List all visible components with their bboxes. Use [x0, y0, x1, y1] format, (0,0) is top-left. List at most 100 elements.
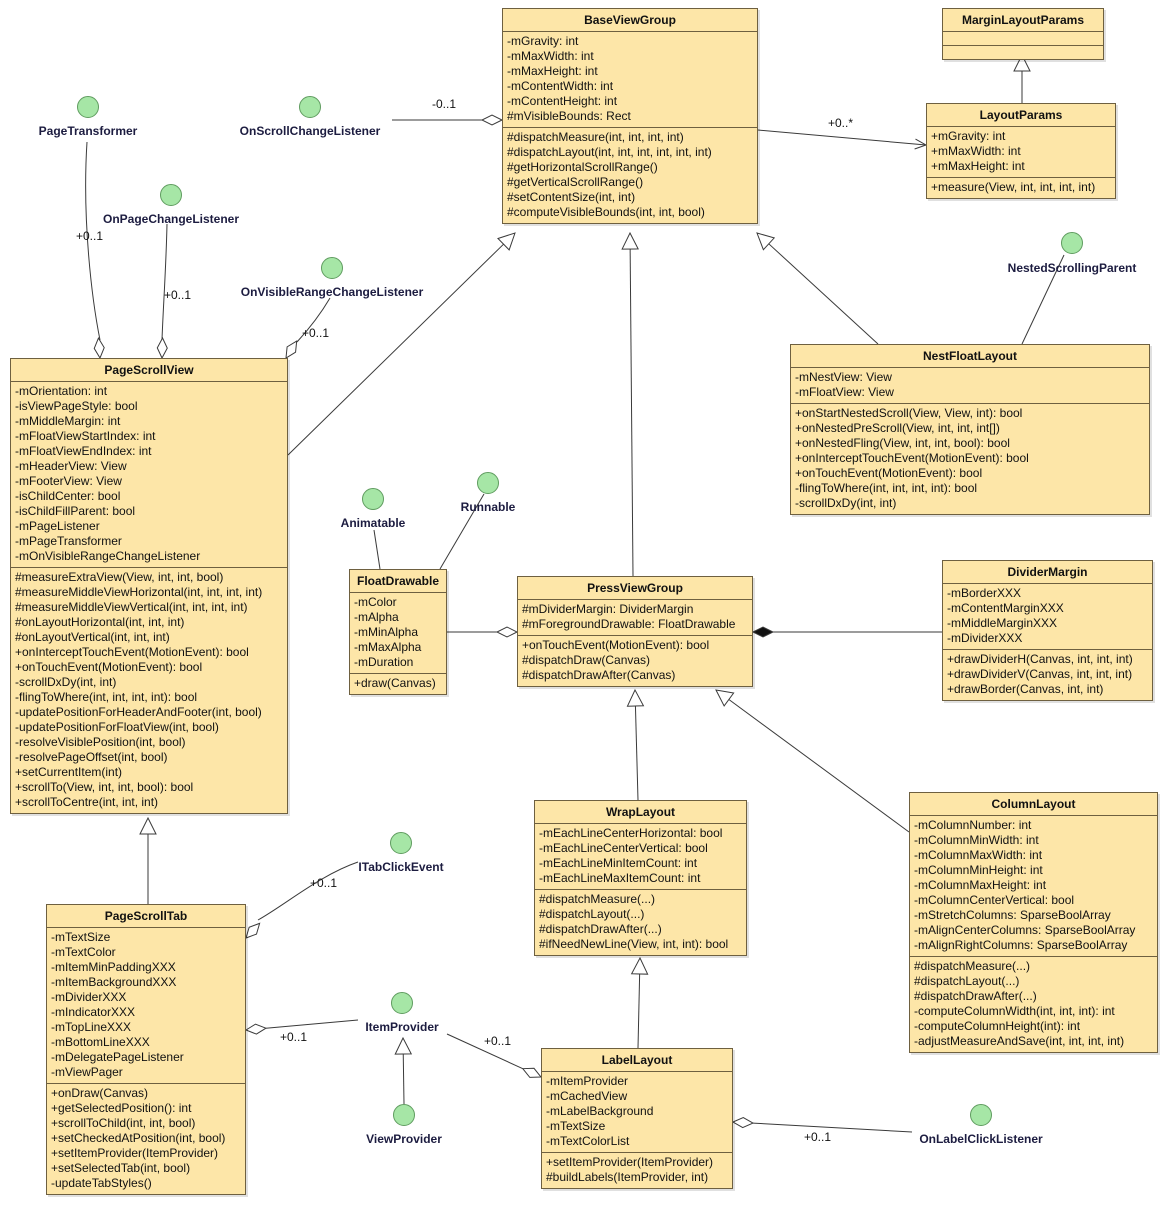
- operation: +scrollToChild(int, int, bool): [51, 1116, 196, 1130]
- attribute: -mTextColor: [51, 945, 116, 959]
- generalization-line: [768, 243, 879, 345]
- interface-icon: [77, 96, 99, 118]
- interface-icon: [970, 1104, 992, 1126]
- operation: #dispatchMeasure(...): [914, 959, 1031, 973]
- class-name: FloatDrawable: [350, 570, 446, 593]
- generalization-arrowhead: [756, 232, 776, 251]
- attribute: -mCachedView: [546, 1089, 628, 1103]
- class-nest-float-layout[interactable]: NestFloatLayout-mNestView: View-mFloatVi…: [790, 344, 1150, 515]
- operation: #onLayoutHorizontal(int, int, int): [15, 615, 185, 629]
- attribute: -mViewPager: [51, 1065, 123, 1079]
- operation: -resolveVisiblePosition(int, bool): [15, 735, 186, 749]
- attribute: -mMaxWidth: int: [507, 49, 594, 63]
- operation-section: +measure(View, int, int, int, int): [927, 178, 1115, 198]
- attribute: -mTextSize: [51, 930, 111, 944]
- attribute: -mDuration: [354, 655, 414, 669]
- operation-section: +onStartNestedScroll(View, View, int): b…: [791, 404, 1149, 514]
- class-layout-params[interactable]: LayoutParams +mGravity: int+mMaxWidth: in…: [926, 103, 1116, 199]
- attribute-section: -mTextSize-mTextColor-mItemMinPaddingXXX…: [47, 928, 245, 1084]
- class-margin-layout-params[interactable]: MarginLayoutParams: [942, 8, 1104, 60]
- multiplicity-label: +0..1: [164, 288, 192, 302]
- class-wrap-layout[interactable]: WrapLayout-mEachLineCenterHorizontal: bo…: [534, 800, 747, 956]
- class-name: PageScrollTab: [47, 905, 245, 928]
- generalization-arrowhead: [715, 689, 735, 707]
- attribute: -mDelegatePageListener: [51, 1050, 184, 1064]
- operation-section: #dispatchMeasure(int, int, int, int)#dis…: [503, 128, 757, 223]
- attribute: -mItemMinPaddingXXX: [51, 960, 176, 974]
- attribute-section: -mBorderXXX-mContentMarginXXX-mMiddleMar…: [943, 584, 1152, 650]
- attribute: -mEachLineCenterHorizontal: bool: [539, 826, 723, 840]
- attribute-section: -mGravity: int-mMaxWidth: int-mMaxHeight…: [503, 32, 757, 128]
- class-divider-margin[interactable]: DividerMargin-mBorderXXX-mContentMarginX…: [942, 560, 1153, 701]
- attribute: -mBottomLineXXX: [51, 1035, 150, 1049]
- generalization-arrowhead: [394, 1036, 413, 1055]
- interface-label: OnVisibleRangeChangeListener: [240, 285, 424, 299]
- class-name: PressViewGroup: [518, 577, 752, 600]
- generalization-line: [728, 699, 910, 833]
- multiplicity-label: +0..1: [280, 1030, 308, 1044]
- operation: +setSelectedTab(int, bool): [51, 1161, 191, 1175]
- attribute: -isViewPageStyle: bool: [15, 399, 138, 413]
- operation: +onNestedFling(View, int, int, bool): bo…: [795, 436, 1010, 450]
- interface-icon: [321, 257, 343, 279]
- aggregation-line: [265, 1019, 359, 1029]
- attribute: -mMiddleMargin: int: [15, 414, 121, 428]
- attribute: +mMaxWidth: int: [931, 144, 1021, 158]
- aggregation-line: [257, 861, 359, 921]
- attribute: -mColumnMaxHeight: int: [914, 878, 1047, 892]
- operation-section: +onDraw(Canvas)+getSelectedPosition(): i…: [47, 1084, 245, 1194]
- class-name: LayoutParams: [927, 104, 1115, 127]
- attribute: -mMinAlpha: [354, 625, 419, 639]
- attribute: -mFooterView: View: [15, 474, 122, 488]
- aggregation-line: [446, 1033, 524, 1070]
- generalization-arrowhead: [621, 231, 639, 250]
- class-name: DividerMargin: [943, 561, 1152, 584]
- aggregation-diamond: [93, 336, 105, 360]
- operation: -scrollDxDy(int, int): [15, 675, 117, 689]
- interface-icon: [362, 488, 384, 510]
- operation: #onLayoutVertical(int, int, int): [15, 630, 170, 644]
- aggregation-line: [296, 297, 331, 343]
- operation-section: +drawDividerH(Canvas, int, int, int)+dra…: [943, 650, 1152, 700]
- class-page-scroll-tab[interactable]: PageScrollTab-mTextSize-mTextColor-mItem…: [46, 904, 246, 1195]
- generalization-line: [402, 1053, 405, 1105]
- attribute-section: -mColor-mAlpha-mMinAlpha-mMaxAlpha-mDura…: [350, 593, 446, 674]
- operation: -resolvePageOffset(int, bool): [15, 750, 168, 764]
- interface-label: ViewProvider: [366, 1132, 442, 1146]
- aggregation-diamond: [156, 336, 168, 360]
- class-column-layout[interactable]: ColumnLayout-mColumnNumber: int-mColumnM…: [909, 792, 1158, 1053]
- realization-line: [1021, 254, 1065, 345]
- attribute: -mBorderXXX: [947, 586, 1022, 600]
- class-base-view-group[interactable]: BaseViewGroup-mGravity: int-mMaxWidth: i…: [502, 8, 758, 224]
- aggregation-diamond: [731, 1117, 755, 1129]
- operation: +setCheckedAtPosition(int, bool): [51, 1131, 226, 1145]
- attribute: +mGravity: int: [931, 129, 1006, 143]
- association-line: [757, 129, 927, 146]
- attribute: -mContentHeight: int: [507, 94, 618, 108]
- attribute: -mLabelBackground: [546, 1104, 654, 1118]
- class-label-layout[interactable]: LabelLayout-mItemProvider-mCachedView-mL…: [541, 1048, 733, 1189]
- attribute: -mEachLineCenterVertical: bool: [539, 841, 708, 855]
- interface-label: Animatable: [340, 516, 406, 530]
- operation: +onDraw(Canvas): [51, 1086, 149, 1100]
- attribute-section: [943, 32, 1103, 46]
- attribute: -mPageListener: [15, 519, 100, 533]
- class-page-scroll-view[interactable]: PageScrollView-mOrientation: int-isViewP…: [10, 358, 288, 814]
- class-press-view-group[interactable]: PressViewGroup #mDividerMargin: DividerMa…: [517, 576, 753, 687]
- attribute: -mHeaderView: View: [15, 459, 127, 473]
- operation: +onInterceptTouchEvent(MotionEvent): boo…: [795, 451, 1029, 465]
- attribute: -mMiddleMarginXXX: [947, 616, 1058, 630]
- attribute: -isChildCenter: bool: [15, 489, 121, 503]
- attribute-section: -mEachLineCenterHorizontal: bool-mEachLi…: [535, 824, 746, 890]
- class-name: WrapLayout: [535, 801, 746, 824]
- generalization-arrowhead: [630, 956, 649, 975]
- attribute: #mDividerMargin: DividerMargin: [522, 602, 694, 616]
- operation: +onStartNestedScroll(View, View, int): b…: [795, 406, 1023, 420]
- realization-line: [439, 493, 485, 570]
- operation: #ifNeedNewLine(View, int, int): bool: [539, 937, 729, 951]
- interface-label: OnScrollChangeListener: [239, 124, 381, 138]
- operation: +scrollTo(View, int, int, bool): bool: [15, 780, 194, 794]
- class-float-drawable[interactable]: FloatDrawable-mColor-mAlpha-mMinAlpha-mM…: [349, 569, 447, 695]
- operation: -updatePositionForFloatView(int, bool): [15, 720, 219, 734]
- operation: #dispatchDrawAfter(Canvas): [522, 668, 676, 682]
